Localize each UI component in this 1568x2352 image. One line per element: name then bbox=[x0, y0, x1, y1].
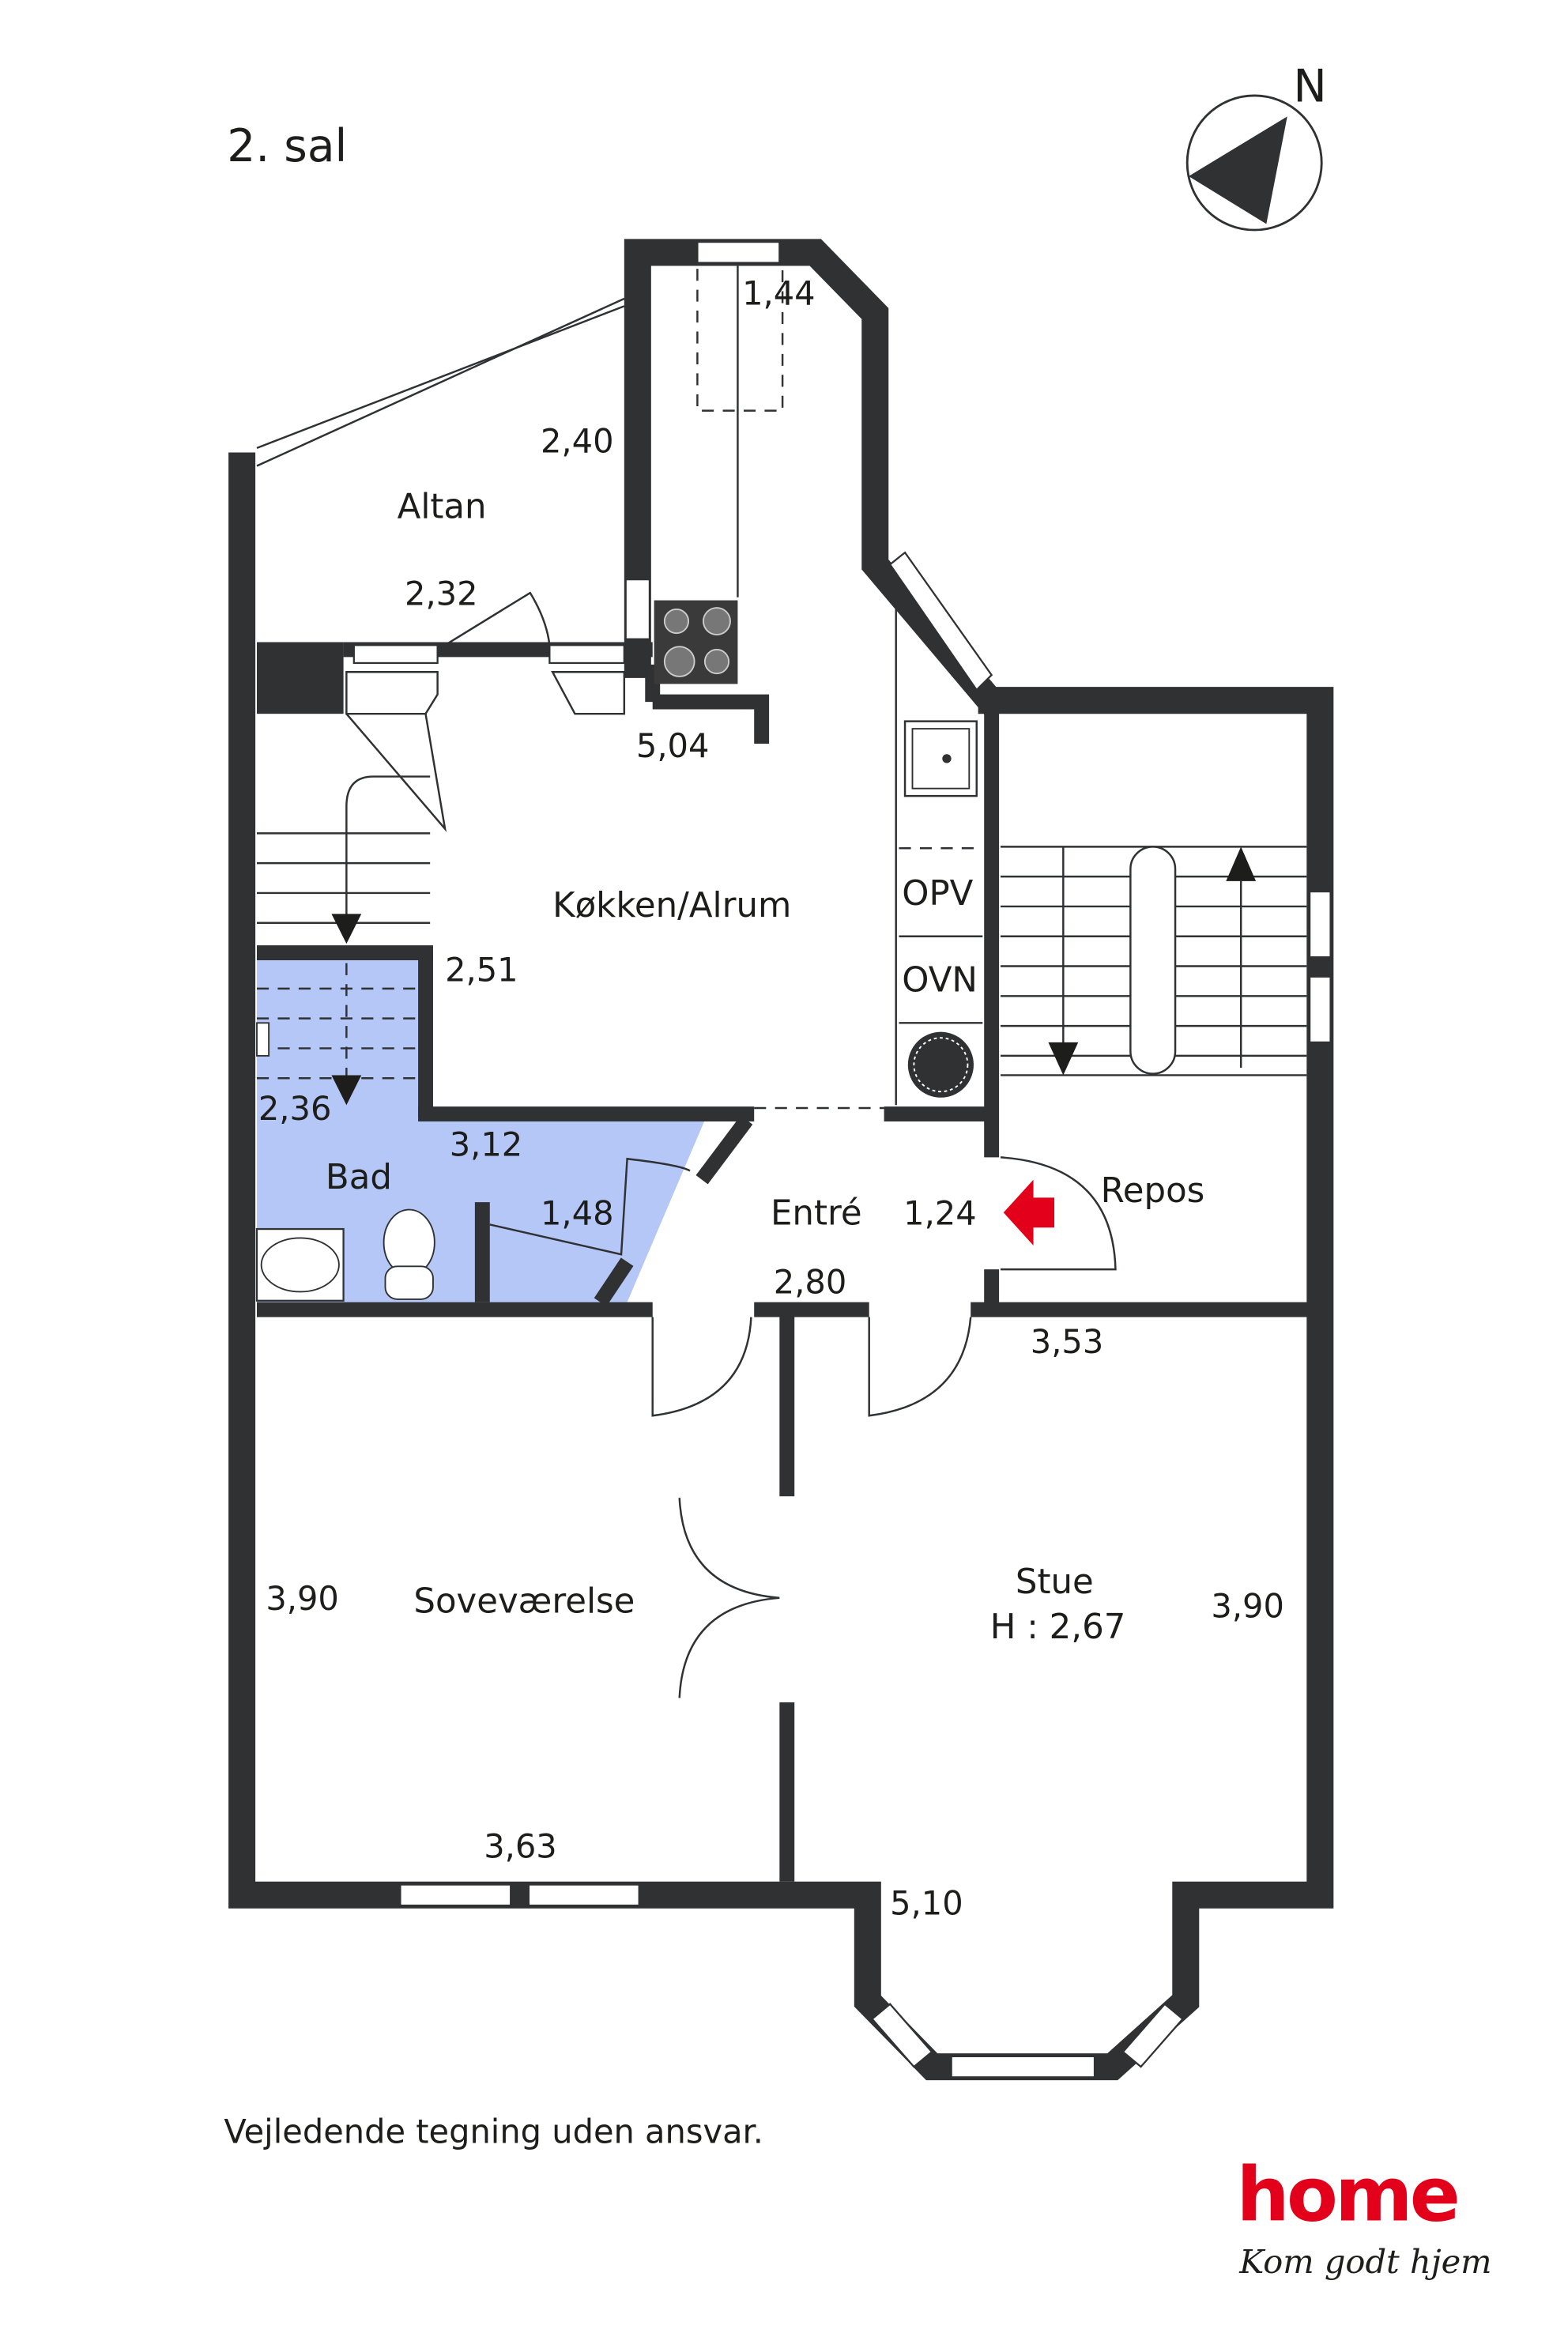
svg-text:Bad: Bad bbox=[326, 1158, 392, 1197]
kitchen-fixtures bbox=[654, 266, 983, 1098]
svg-text:3,90: 3,90 bbox=[1211, 1586, 1284, 1625]
svg-text:Køkken/Alrum: Køkken/Alrum bbox=[552, 886, 791, 925]
svg-text:3,63: 3,63 bbox=[484, 1827, 557, 1866]
svg-text:H : 2,67: H : 2,67 bbox=[990, 1608, 1126, 1647]
svg-text:home: home bbox=[1237, 2152, 1458, 2239]
svg-text:Stue: Stue bbox=[1016, 1562, 1094, 1602]
svg-text:2,80: 2,80 bbox=[774, 1262, 847, 1301]
svg-text:1,48: 1,48 bbox=[541, 1193, 614, 1232]
entrance-arrow-icon bbox=[1003, 1179, 1055, 1246]
svg-text:2,51: 2,51 bbox=[445, 950, 518, 989]
svg-text:2,32: 2,32 bbox=[405, 574, 478, 612]
svg-text:3,90: 3,90 bbox=[266, 1579, 339, 1618]
home-logo: home Kom godt hjem bbox=[1237, 2152, 1492, 2281]
svg-text:3,12: 3,12 bbox=[450, 1125, 523, 1163]
svg-text:OVN: OVN bbox=[902, 961, 978, 1001]
svg-text:3,53: 3,53 bbox=[1031, 1322, 1104, 1361]
compass-icon: N bbox=[1185, 60, 1327, 232]
svg-text:Altan: Altan bbox=[398, 488, 487, 527]
disclaimer: Vejledende tegning uden ansvar. bbox=[224, 2112, 763, 2150]
bath-fixtures bbox=[255, 1022, 435, 1302]
svg-text:1,24: 1,24 bbox=[903, 1193, 977, 1232]
staircase-right bbox=[1000, 846, 1307, 1076]
floor-title: 2. sal bbox=[227, 120, 347, 172]
svg-text:OPV: OPV bbox=[902, 874, 973, 914]
svg-text:Kom godt hjem: Kom godt hjem bbox=[1238, 2242, 1491, 2281]
svg-text:2,40: 2,40 bbox=[541, 422, 614, 461]
svg-text:Soveværelse: Soveværelse bbox=[413, 1582, 635, 1622]
svg-text:1,44: 1,44 bbox=[742, 273, 816, 312]
toilet-icon bbox=[383, 1208, 435, 1276]
staircase-left bbox=[256, 713, 447, 1106]
svg-text:5,10: 5,10 bbox=[890, 1883, 963, 1922]
svg-text:2,36: 2,36 bbox=[258, 1089, 332, 1128]
svg-text:Repos: Repos bbox=[1101, 1171, 1205, 1211]
windows bbox=[352, 240, 1332, 2079]
svg-text:5,04: 5,04 bbox=[636, 726, 710, 765]
dimension-labels: 1,44 2,40 2,32 5,04 2,51 2,36 3,12 1,48 … bbox=[258, 273, 1284, 1922]
doors bbox=[345, 591, 1117, 1698]
svg-text:N: N bbox=[1293, 60, 1326, 112]
bathroom-floor bbox=[256, 959, 705, 1302]
svg-text:Entré: Entré bbox=[771, 1193, 862, 1233]
room-labels: Altan Køkken/Alrum Bad Entré Repos Sovev… bbox=[326, 488, 1204, 1647]
fan-icon bbox=[907, 1031, 974, 1098]
